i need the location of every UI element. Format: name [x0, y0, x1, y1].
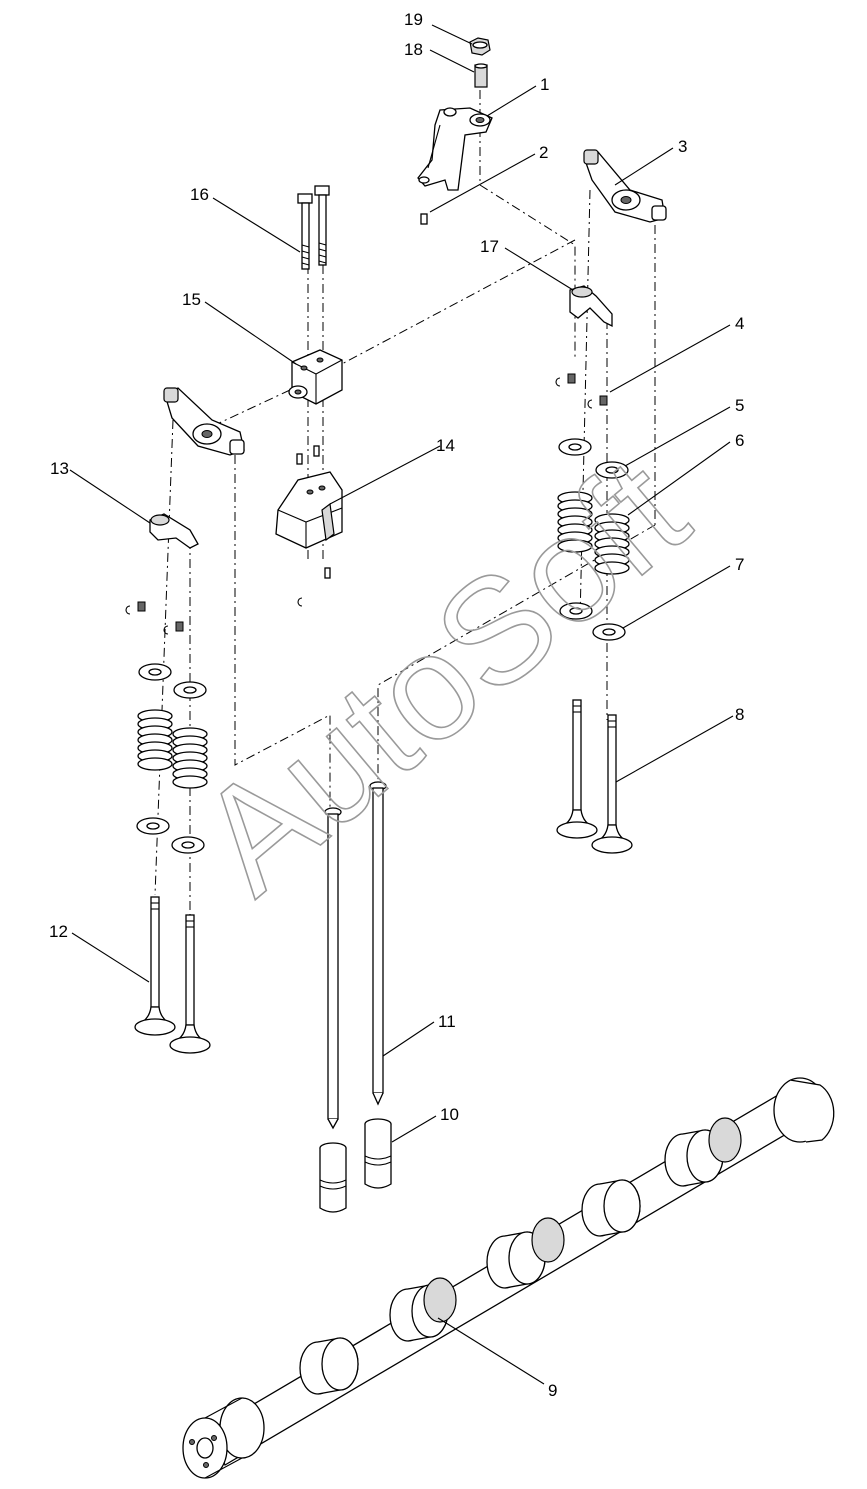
part-17-valve-bridge	[569, 285, 613, 328]
part-3-rocker-arm	[583, 149, 667, 223]
watermark-text: AutoSoft	[168, 426, 717, 925]
callout-labels: 19 18 1 2 3 16 17 15 4 5 14 6 13 7 8 12 …	[49, 10, 744, 1400]
part-19-nut	[469, 37, 491, 56]
part-11-push-rods	[324, 781, 387, 1130]
part-14-support-block	[275, 445, 343, 607]
callout-12: 12	[49, 922, 68, 941]
callout-13: 13	[50, 459, 69, 478]
callout-11: 11	[438, 1012, 456, 1031]
part-12-valves	[134, 896, 211, 1054]
callout-15: 15	[182, 290, 201, 309]
callout-2: 2	[539, 143, 548, 162]
callout-8: 8	[735, 705, 744, 724]
part-4-collets	[555, 373, 608, 409]
callout-16: 16	[190, 185, 209, 204]
callout-18: 18	[404, 40, 423, 59]
part-2-dowel	[420, 213, 428, 225]
callout-5: 5	[735, 396, 744, 415]
callout-4: 4	[735, 314, 744, 333]
part-18-bush	[474, 63, 488, 88]
part-13-valve-bridge	[149, 513, 199, 549]
callout-6: 6	[735, 431, 744, 450]
part-8-valves	[556, 699, 633, 854]
rocker-arm-left	[163, 387, 245, 456]
part-15-rocker-block	[288, 349, 343, 405]
part-10-tappets	[319, 1118, 392, 1213]
spring-retainers-left	[138, 663, 207, 699]
part-16-bolts	[297, 185, 330, 270]
callout-17: 17	[480, 237, 499, 256]
callout-10: 10	[440, 1105, 459, 1124]
collets-left	[125, 601, 184, 635]
callout-14: 14	[436, 436, 455, 455]
part-9-camshaft	[182, 1077, 835, 1479]
callout-9: 9	[548, 1381, 557, 1400]
leader-lines	[69, 24, 734, 1385]
callout-1: 1	[540, 75, 549, 94]
callout-3: 3	[678, 137, 687, 156]
callout-7: 7	[735, 555, 744, 574]
part-1-rocker-bracket	[417, 107, 493, 191]
callout-19: 19	[404, 10, 423, 29]
